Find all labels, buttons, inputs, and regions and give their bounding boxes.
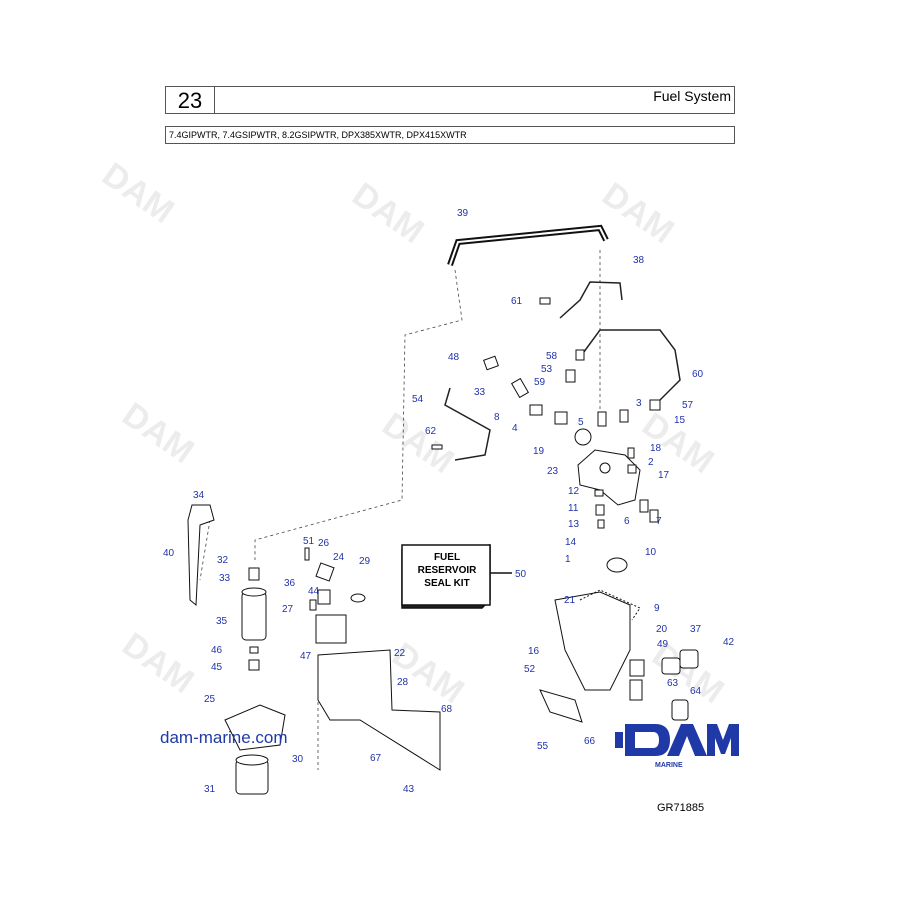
callout-16: 16 — [528, 646, 540, 657]
header-box: 23 Fuel System — [165, 86, 735, 114]
callout-24: 24 — [333, 552, 345, 563]
fuel-filter — [241, 567, 267, 671]
callout-29: 29 — [359, 556, 371, 567]
callout-53: 53 — [541, 364, 553, 375]
bracket — [187, 504, 215, 607]
fuel-hose — [447, 224, 609, 266]
callout-37: 37 — [690, 624, 702, 635]
page-title: Fuel System — [653, 88, 731, 104]
callout-59: 59 — [534, 377, 546, 388]
callout-60: 60 — [692, 369, 704, 380]
callout-31: 31 — [204, 784, 216, 795]
callout-38: 38 — [633, 255, 645, 266]
callout-20: 20 — [656, 624, 668, 635]
page-number: 23 — [166, 87, 215, 113]
callout-5: 5 — [578, 417, 584, 428]
callout-55: 55 — [537, 741, 549, 752]
callout-49: 49 — [657, 639, 669, 650]
callout-58: 58 — [546, 351, 558, 362]
callout-3: 3 — [636, 398, 642, 409]
callout-42: 42 — [723, 637, 735, 648]
svg-text:DAM: DAM — [115, 395, 200, 471]
website-text: dam-marine.com — [160, 728, 288, 747]
callout-62: 62 — [425, 426, 437, 437]
callout-46: 46 — [211, 645, 223, 656]
callout-2: 2 — [648, 457, 654, 468]
callout-14: 14 — [565, 537, 577, 548]
callout-68: 68 — [441, 704, 453, 715]
svg-text:DAM: DAM — [345, 175, 430, 251]
callout-17: 17 — [658, 470, 670, 481]
fuel-pump-body — [574, 428, 641, 506]
callout-45: 45 — [211, 662, 223, 673]
callout-23: 23 — [547, 466, 559, 477]
fittings — [431, 297, 661, 573]
fuel-reservoir — [539, 589, 699, 723]
callout-12: 12 — [568, 486, 580, 497]
callout-34: 34 — [193, 490, 205, 501]
callout-39: 39 — [457, 208, 469, 219]
callout-21: 21 — [564, 595, 576, 606]
figure-reference: GR71885 — [657, 802, 705, 814]
callout-52: 52 — [524, 664, 536, 675]
callout-50: 50 — [515, 569, 527, 580]
callout-25: 25 — [204, 694, 216, 705]
callout-18: 18 — [650, 443, 662, 454]
callout-1: 1 — [565, 554, 571, 565]
callout-22: 22 — [394, 648, 406, 659]
callout-40: 40 — [163, 548, 175, 559]
callout-48: 48 — [448, 352, 460, 363]
oil-filter — [235, 754, 269, 795]
callout-33: 33 — [219, 573, 231, 584]
callouts: 39 38 61 58 53 59 60 48 33 54 8 4 5 3 57… — [163, 208, 735, 795]
callout-9: 9 — [654, 603, 660, 614]
callout-67: 67 — [370, 753, 382, 764]
svg-text:DAM: DAM — [385, 635, 470, 711]
kit-box — [401, 544, 512, 609]
callout-57: 57 — [682, 400, 694, 411]
callout-8: 8 — [494, 412, 500, 423]
logo-subtitle: MARINE — [655, 762, 683, 769]
callout-66: 66 — [584, 736, 596, 747]
callout-10: 10 — [645, 547, 657, 558]
callout-35: 35 — [216, 616, 228, 627]
svg-text:DAM: DAM — [115, 625, 200, 701]
dam-logo — [615, 722, 740, 763]
svg-text:DAM: DAM — [375, 405, 460, 481]
callout-13: 13 — [568, 519, 580, 530]
callout-26: 26 — [318, 538, 330, 549]
svg-text:DAM: DAM — [95, 155, 180, 231]
callout-4: 4 — [512, 423, 518, 434]
callout-19: 19 — [533, 446, 545, 457]
filter-head — [224, 704, 286, 751]
watermark: DAM DAM DAM DAM DAM DAM DAM DAM DAM — [95, 155, 730, 711]
callout-54: 54 — [412, 394, 424, 405]
callout-51: 51 — [303, 536, 315, 547]
mounting-bracket — [317, 649, 441, 771]
callout-63: 63 — [667, 678, 679, 689]
callout-28: 28 — [397, 677, 409, 688]
callout-44: 44 — [308, 586, 320, 597]
callout-32: 32 — [217, 555, 229, 566]
callout-33: 33 — [474, 387, 486, 398]
model-list: 7.4GIPWTR, 7.4GSIPWTR, 8.2GSIPWTR, DPX38… — [165, 126, 735, 144]
callout-11: 11 — [568, 503, 579, 514]
seal — [350, 593, 366, 603]
callout-43: 43 — [403, 784, 415, 795]
callout-64: 64 — [690, 686, 702, 697]
callout-36: 36 — [284, 578, 296, 589]
callout-27: 27 — [282, 604, 294, 615]
callout-6: 6 — [624, 516, 630, 527]
callout-15: 15 — [674, 415, 686, 426]
callout-7: 7 — [656, 516, 662, 527]
sensor-assembly — [304, 547, 347, 644]
callout-47: 47 — [300, 651, 312, 662]
callout-61: 61 — [511, 296, 523, 307]
svg-text:DAM: DAM — [595, 175, 680, 251]
callout-30: 30 — [292, 754, 304, 765]
